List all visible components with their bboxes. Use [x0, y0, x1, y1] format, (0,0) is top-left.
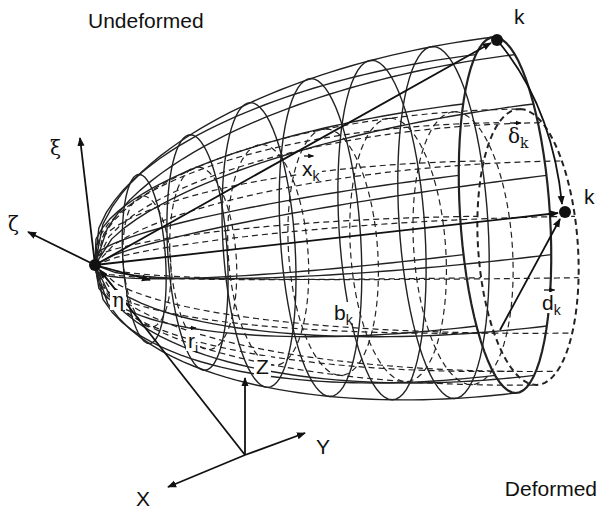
figure-label: ζ	[6, 214, 21, 234]
z-axis	[244, 378, 246, 455]
vector-label: ri	[186, 330, 200, 351]
position-vector	[95, 43, 491, 265]
mesh-line	[95, 265, 557, 372]
mesh-line	[95, 265, 536, 385]
vector-label: xk	[300, 158, 322, 179]
displacement-vector	[497, 40, 562, 204]
mesh-line	[288, 129, 379, 375]
node-point	[491, 34, 503, 46]
figure-label: Undeformed	[86, 10, 206, 31]
deformation-vector	[500, 219, 560, 330]
vector-arrow	[190, 327, 196, 328]
vector-label: δk	[506, 126, 531, 146]
mesh-line	[95, 265, 547, 337]
xi-axis	[80, 138, 95, 265]
eta-axis	[95, 265, 150, 280]
figure-label: Y	[314, 436, 332, 457]
mesh-line	[350, 118, 447, 381]
node-point	[559, 206, 571, 218]
y-axis	[245, 433, 305, 455]
vector-label: bk	[332, 302, 355, 323]
figure-label: η	[110, 290, 126, 310]
mesh-line	[170, 167, 237, 350]
mesh-line	[95, 265, 476, 337]
mesh-line	[95, 265, 579, 280]
mesh-line	[95, 255, 551, 279]
mesh-line	[95, 265, 481, 280]
figure-label: X	[134, 488, 152, 509]
vector-arrow	[544, 289, 555, 290]
mesh-line	[95, 175, 459, 265]
vector-arrow	[510, 122, 521, 123]
surface-mesh	[95, 37, 579, 400]
zeta-axis	[28, 232, 95, 265]
mesh-line	[95, 161, 562, 265]
body-origin	[89, 259, 101, 271]
figure-label: Deformed	[503, 478, 599, 499]
mesh-line	[95, 123, 542, 265]
reference-vector	[100, 270, 245, 455]
figure-label: k	[582, 186, 597, 207]
mesh-line	[95, 161, 484, 265]
mesh-line	[95, 55, 515, 265]
figure-label: ξ	[48, 138, 63, 158]
figure-label: Z	[254, 356, 271, 377]
mesh-line	[95, 265, 495, 383]
x-axis	[168, 455, 245, 487]
mesh-line	[477, 109, 578, 385]
mesh-line	[228, 145, 309, 366]
figure-label: k	[512, 6, 527, 27]
vector-arrow	[304, 155, 314, 156]
position-vector	[95, 213, 558, 265]
vector-label: dk	[540, 292, 563, 313]
